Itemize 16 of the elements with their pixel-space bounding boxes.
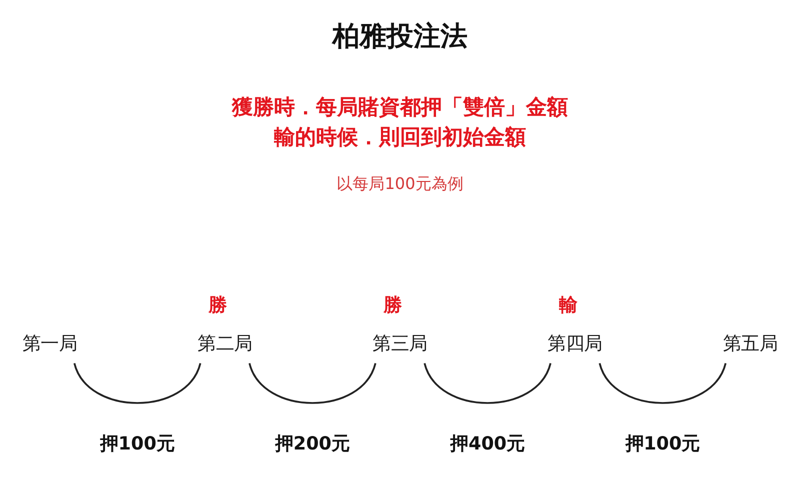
round-label: 第二局: [198, 332, 252, 354]
connector-arc: [248, 362, 376, 404]
rule-text: 獲勝時．每局賭資都押「雙倍」金額: [232, 94, 568, 121]
round-label: 第一局: [22, 332, 78, 354]
round-label: 第三局: [372, 332, 428, 354]
result-label: 勝: [384, 295, 402, 316]
connector-arc: [424, 362, 552, 404]
connector-arc: [74, 362, 202, 404]
result-label: 勝: [208, 295, 227, 316]
result-label: 輸: [558, 295, 577, 316]
rule-text: 輸的時候．則回到初始金額: [274, 124, 526, 151]
connector-arc: [598, 362, 726, 404]
diagram-title: 柏雅投注法: [332, 20, 468, 54]
round-label: 第五局: [722, 332, 778, 354]
round-label: 第四局: [548, 332, 602, 354]
example-note: 以每局100元為例: [336, 174, 464, 195]
